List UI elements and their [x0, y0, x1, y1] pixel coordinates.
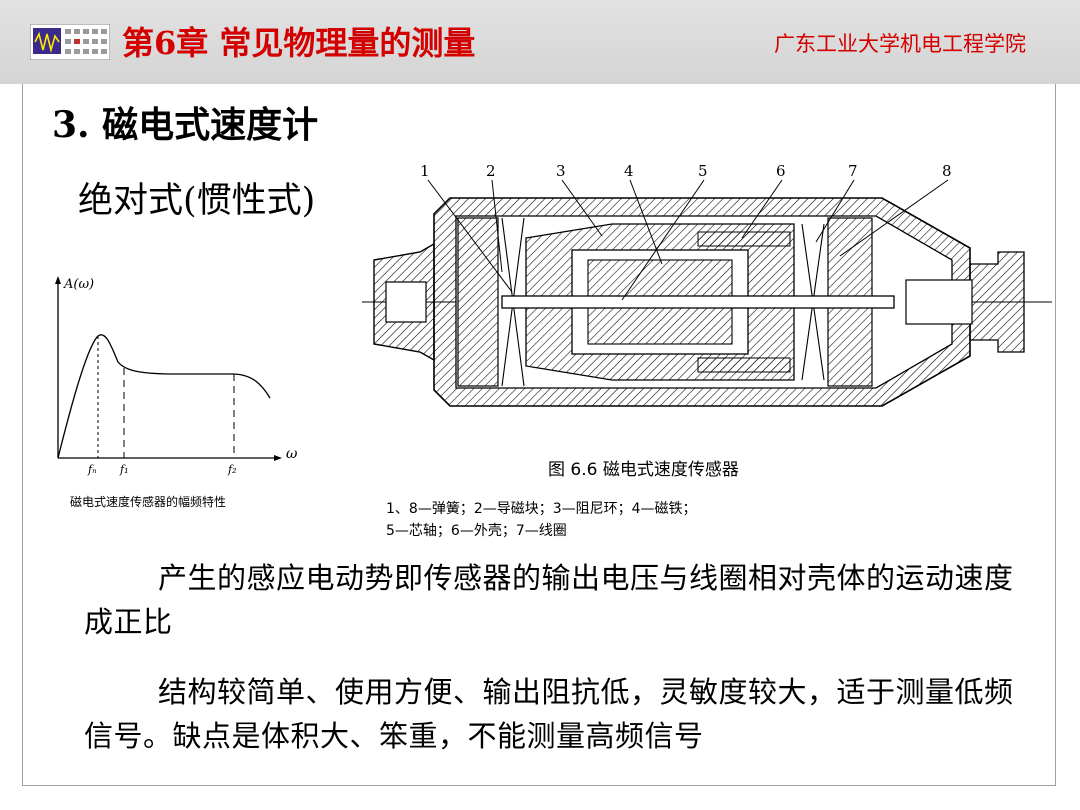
part-number-2: 2	[486, 162, 496, 180]
core-shaft	[501, 295, 895, 309]
tick-f1: f₁	[119, 463, 128, 476]
sensor-cross-section-diagram: 1 2 3 4 5 6 7 8	[362, 162, 1052, 407]
graph-x-arrow	[274, 455, 282, 461]
diagram-legend-line-2: 5—芯轴；6—外壳；7—线圈	[386, 523, 567, 539]
part-number-3: 3	[556, 162, 566, 180]
diagram-caption: 图 6.6 磁电式速度传感器	[548, 460, 739, 480]
graph-x-label: ω	[286, 446, 298, 462]
part-number-1: 1	[420, 162, 430, 180]
oscilloscope-logo-icon	[30, 24, 110, 60]
graph-y-label: A(ω)	[63, 277, 94, 292]
paragraph-1: 产生的感应电动势即传感器的输出电压与线圈相对壳体的运动速度成正比	[84, 561, 1014, 639]
part-number-7: 7	[848, 162, 858, 180]
tick-f2: f₂	[227, 463, 236, 476]
section-subtitle: 绝对式(惯性式)	[78, 181, 316, 221]
part-number-5: 5	[698, 162, 708, 180]
graph-y-arrow	[55, 276, 61, 284]
left-end-block	[457, 217, 499, 387]
section-title: 3. 磁电式速度计	[52, 104, 319, 146]
right-connector	[969, 251, 1025, 353]
content-frame	[22, 84, 1056, 786]
graph-caption: 磁电式速度传感器的幅频特性	[70, 495, 227, 509]
part-number-8: 8	[942, 162, 952, 180]
slide-header: 第6章 常见物理量的测量 广东工业大学机电工程学院	[0, 0, 1080, 84]
chapter-title: 第6章 常见物理量的测量	[122, 24, 476, 62]
part-number-6: 6	[776, 162, 786, 180]
school-name: 广东工业大学机电工程学院	[774, 32, 1026, 56]
paragraph-2: 结构较简单、使用方便、输出阻抗低，灵敏度较大，适于测量低频信号。缺点是体积大、笨…	[84, 675, 1014, 753]
amplitude-curve	[57, 334, 271, 459]
coil-bottom	[697, 357, 791, 373]
amplitude-frequency-graph: A(ω) ω fₙ f₁ f₂	[55, 276, 298, 476]
coil-top	[697, 231, 791, 247]
diagram-legend-line-1: 1、8—弹簧；2—导磁块；3—阻尼环；4—磁铁；	[386, 501, 697, 517]
part-number-4: 4	[624, 162, 634, 180]
tick-fn: fₙ	[87, 463, 97, 476]
